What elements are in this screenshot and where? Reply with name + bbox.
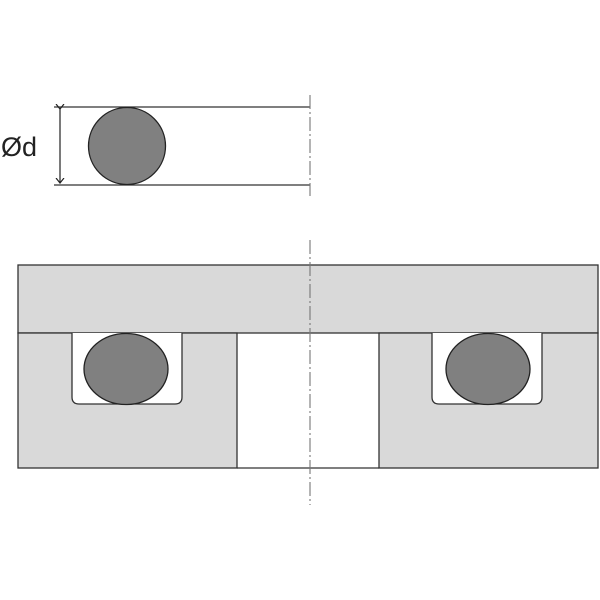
right-o-ring xyxy=(445,332,531,406)
left-o-ring xyxy=(83,332,169,406)
assembly-section xyxy=(17,264,599,469)
top-plate xyxy=(17,264,599,334)
diameter-label: Ød xyxy=(1,132,37,162)
o-ring-cross-section xyxy=(87,106,167,186)
cross-section-detail: Ød xyxy=(1,106,310,186)
